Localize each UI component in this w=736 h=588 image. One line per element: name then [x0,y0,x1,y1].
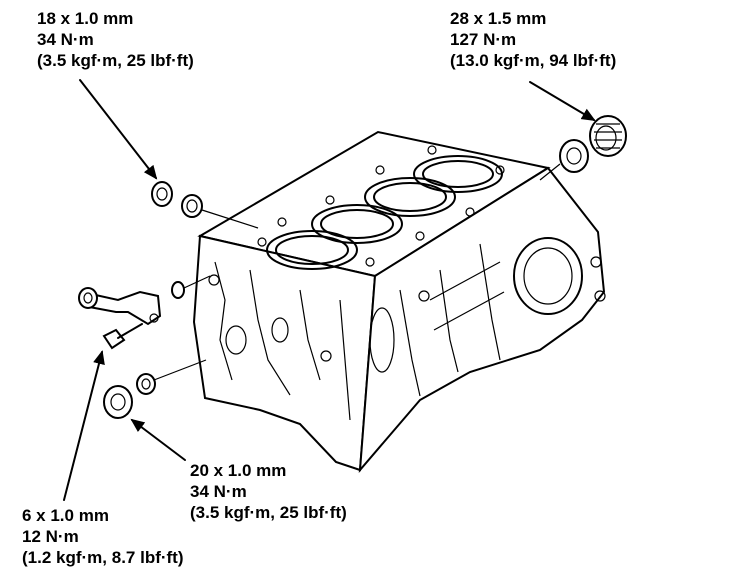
callout-6mm-bolt: 6 x 1.0 mm 12 N·m (1.2 kgf·m, 8.7 lbf·ft… [22,505,184,568]
leader-arrow-28mm [529,81,596,122]
callout-size: 20 x 1.0 mm [190,461,287,480]
callout-20mm-plug: 20 x 1.0 mm 34 N·m (3.5 kgf·m, 25 lbf·ft… [190,460,347,523]
o-ring [171,281,185,299]
leader-arrow-18mm [79,79,158,180]
pipe-fitting [78,287,162,326]
callout-size: 6 x 1.0 mm [22,506,109,525]
callout-torque-alt: (3.5 kgf·m, 25 lbf·ft) [190,503,347,522]
callout-torque: 12 N·m [22,527,79,546]
plug-20mm [103,385,133,419]
leader-arrow-20mm [130,418,186,461]
callout-torque-alt: (3.5 kgf·m, 25 lbf·ft) [37,51,194,70]
callout-28mm-plug: 28 x 1.5 mm 127 N·m (13.0 kgf·m, 94 lbf·… [450,8,616,71]
plug-18mm [151,181,173,207]
callout-size: 28 x 1.5 mm [450,9,547,28]
callout-torque-alt: (1.2 kgf·m, 8.7 lbf·ft) [22,548,184,567]
washer-20mm [136,373,156,395]
engine-block [192,130,606,473]
callout-torque: 34 N·m [190,482,247,501]
leader-arrow-6mm [63,350,105,501]
bolt-6mm [102,323,143,350]
washer-28mm [559,139,589,173]
callout-size: 18 x 1.0 mm [37,9,134,28]
washer-18mm [181,194,203,218]
callout-18mm-plug: 18 x 1.0 mm 34 N·m (3.5 kgf·m, 25 lbf·ft… [37,8,194,71]
plug-28mm [589,115,627,157]
callout-torque: 127 N·m [450,30,517,49]
callout-torque-alt: (13.0 kgf·m, 94 lbf·ft) [450,51,617,70]
callout-torque: 34 N·m [37,30,94,49]
